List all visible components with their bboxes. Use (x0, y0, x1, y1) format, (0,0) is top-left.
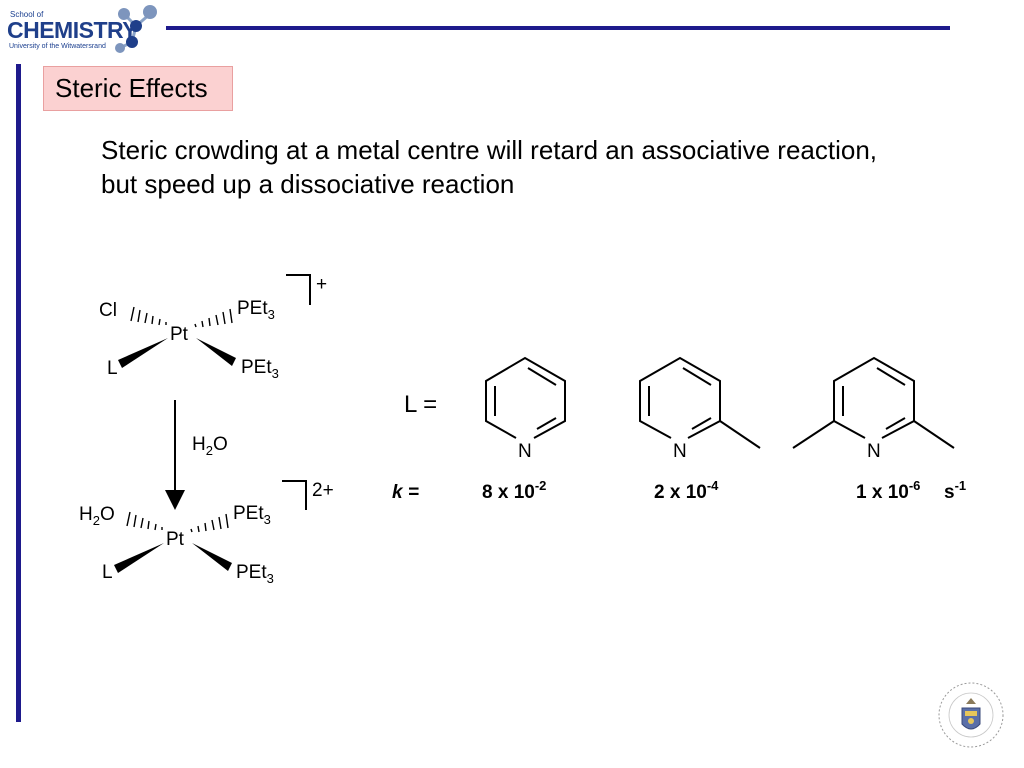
header-rule (166, 26, 950, 30)
university-crest-logo (938, 682, 1004, 748)
rate-pyridine: 8 x 10-2 (482, 478, 546, 503)
logo-university: University of the Witwatersrand (9, 43, 106, 50)
top-wedge-bond-right (196, 338, 236, 366)
top-pt-label: Pt (170, 324, 189, 345)
arrow-reagent-water: H2O (192, 434, 228, 458)
bottom-l-label: L (102, 562, 113, 583)
logo-school-of: School of (10, 10, 44, 19)
top-pt-complex: Pt Cl PEt3 L PEt3 + (99, 274, 327, 381)
top-charge-bracket (286, 274, 311, 305)
bottom-pet3-upper-label: PEt3 (233, 503, 271, 527)
slide-title: Steric Effects (43, 66, 233, 111)
top-hashed-bond-right (194, 308, 233, 328)
molecule-icon (115, 5, 157, 53)
l-equals-label: L = (404, 391, 437, 418)
rate-unit: s-1 (944, 478, 966, 503)
top-pet3-lower-label: PEt3 (241, 357, 279, 381)
body-text: Steric crowding at a metal centre will r… (101, 133, 981, 201)
top-hashed-bond-left (130, 306, 167, 326)
school-of-chemistry-logo: School of CHEMISTRY University of the Wi… (4, 2, 160, 58)
top-charge-label: + (316, 274, 327, 295)
bottom-wedge-bond-right (192, 543, 232, 571)
bottom-hashed-bond-right (190, 513, 229, 533)
bottom-h2o-label: H2O (79, 504, 115, 528)
methylpyridine-structure (639, 356, 761, 449)
bottom-pet3-lower-label: PEt3 (236, 562, 274, 586)
top-l-label: L (107, 358, 118, 379)
rate-methylpyridine: 2 x 10-4 (654, 478, 719, 503)
body-line-2: but speed up a dissociative reaction (101, 169, 515, 199)
body-line-1: Steric crowding at a metal centre will r… (101, 135, 878, 165)
top-cl-label: Cl (99, 300, 117, 321)
bottom-hashed-bond-left (126, 511, 163, 531)
bottom-pt-complex: Pt H2O PEt3 L PEt3 2+ (79, 480, 334, 586)
top-pet3-upper-label: PEt3 (237, 298, 275, 322)
bottom-charge-label: 2+ (312, 480, 334, 501)
bottom-charge-bracket (282, 480, 307, 510)
bottom-wedge-bond-left (114, 543, 164, 573)
logo-chemistry: CHEMISTRY (7, 17, 138, 43)
dimethylpyridine-structure (792, 356, 955, 449)
k-label: k = (392, 482, 419, 503)
methylpyridine-n-label: N (673, 441, 687, 462)
top-wedge-bond-left (118, 338, 168, 368)
bottom-pt-label: Pt (166, 529, 185, 550)
rate-dimethylpyridine: 1 x 10-6 (856, 478, 920, 503)
pyridine-structure (485, 356, 566, 439)
pyridine-n-label: N (518, 441, 532, 462)
dimethylpyridine-n-label: N (867, 441, 881, 462)
left-margin-rule (16, 64, 21, 722)
